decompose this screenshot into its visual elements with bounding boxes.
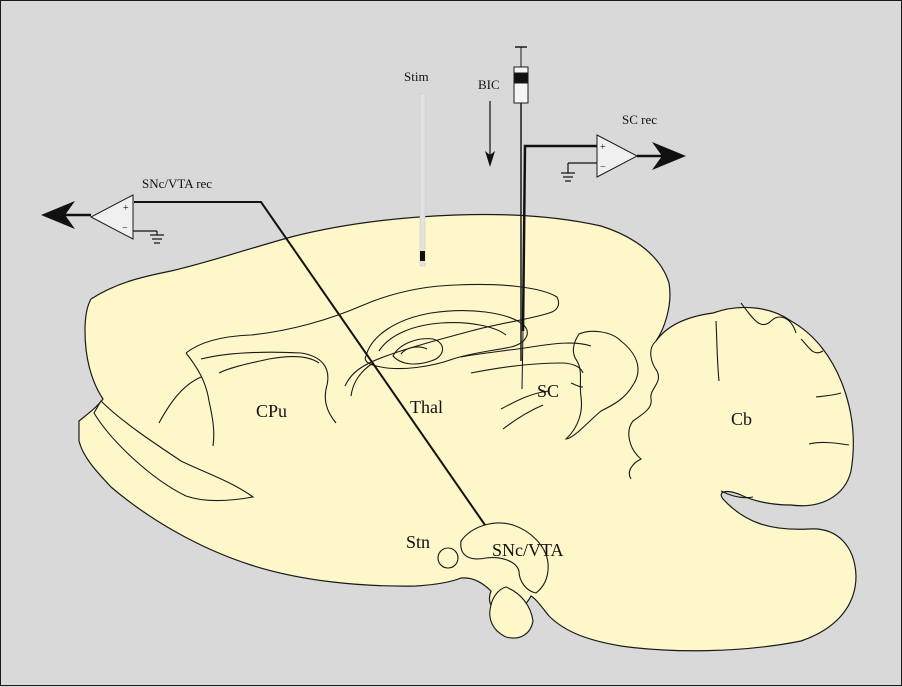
cerebellum-folia (715, 302, 850, 499)
sc-amplifier: + − (596, 134, 639, 178)
label-stim: Stim (404, 69, 429, 84)
label-sc: SC (537, 381, 559, 401)
amp-plus-sign: + (600, 142, 606, 153)
label-bic: BIC (478, 77, 500, 92)
sc-ground-icon (561, 162, 597, 182)
stim-electrode-tip (420, 251, 425, 261)
sc-boundary (564, 330, 639, 440)
brain-outline (78, 213, 857, 652)
sc-electrode-tip (521, 330, 524, 390)
label-snc-vta-rec: SNc/VTA rec (142, 176, 212, 191)
cortex-lines (158, 283, 592, 447)
bic-arrow-head (485, 151, 495, 167)
snc-vta-region (460, 522, 549, 594)
amp-plus-sign: + (123, 203, 129, 214)
pons-region (489, 586, 534, 639)
label-sc-rec: SC rec (622, 112, 657, 127)
bic-syringe-icon (513, 46, 529, 361)
label-thal: Thal (410, 397, 443, 417)
sc-output-arrowhead (652, 142, 686, 170)
label-stn: Stn (406, 532, 430, 552)
label-cb: Cb (731, 409, 752, 429)
cerebellum-front-boundary (628, 340, 659, 480)
sc-electrode-wire (521, 144, 597, 332)
label-snc-vta: SNc/VTA (492, 540, 564, 560)
snc-vta-output-arrowhead (41, 201, 75, 229)
stn-region (437, 547, 459, 569)
snc-vta-amplifier: + − (89, 194, 134, 240)
amp-minus-sign: − (122, 223, 128, 234)
amp-minus-sign: − (600, 162, 606, 173)
olfactory-region-outline (93, 400, 255, 502)
snc-vta-ground-icon (133, 230, 164, 244)
stim-electrode (419, 93, 426, 267)
label-cpu: CPu (256, 401, 287, 421)
snc-vta-electrode-wire (134, 201, 486, 526)
